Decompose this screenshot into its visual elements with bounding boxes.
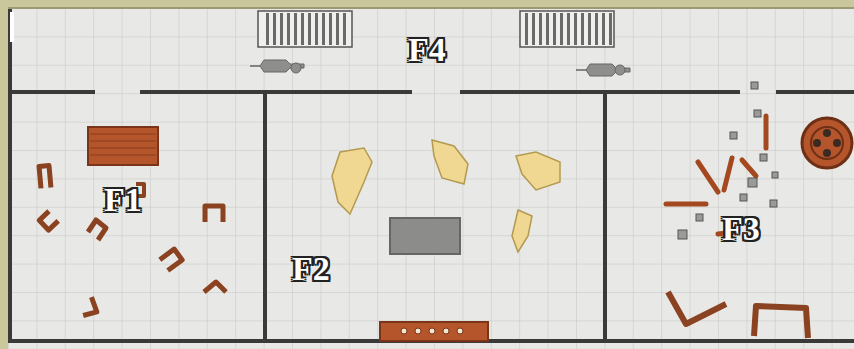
table bbox=[88, 127, 158, 165]
room-label: F1 bbox=[104, 183, 142, 217]
marker bbox=[10, 12, 14, 42]
grid bbox=[8, 8, 854, 349]
stone-slab bbox=[390, 218, 460, 254]
floor bbox=[8, 8, 854, 349]
broken-tables bbox=[668, 292, 808, 338]
barrel bbox=[802, 118, 852, 168]
walls bbox=[8, 8, 854, 341]
room-label: F4 bbox=[408, 33, 446, 67]
room-label: F2 bbox=[292, 252, 330, 286]
room-label: F3 bbox=[722, 212, 760, 246]
chairs bbox=[37, 166, 226, 321]
bench bbox=[380, 322, 488, 341]
